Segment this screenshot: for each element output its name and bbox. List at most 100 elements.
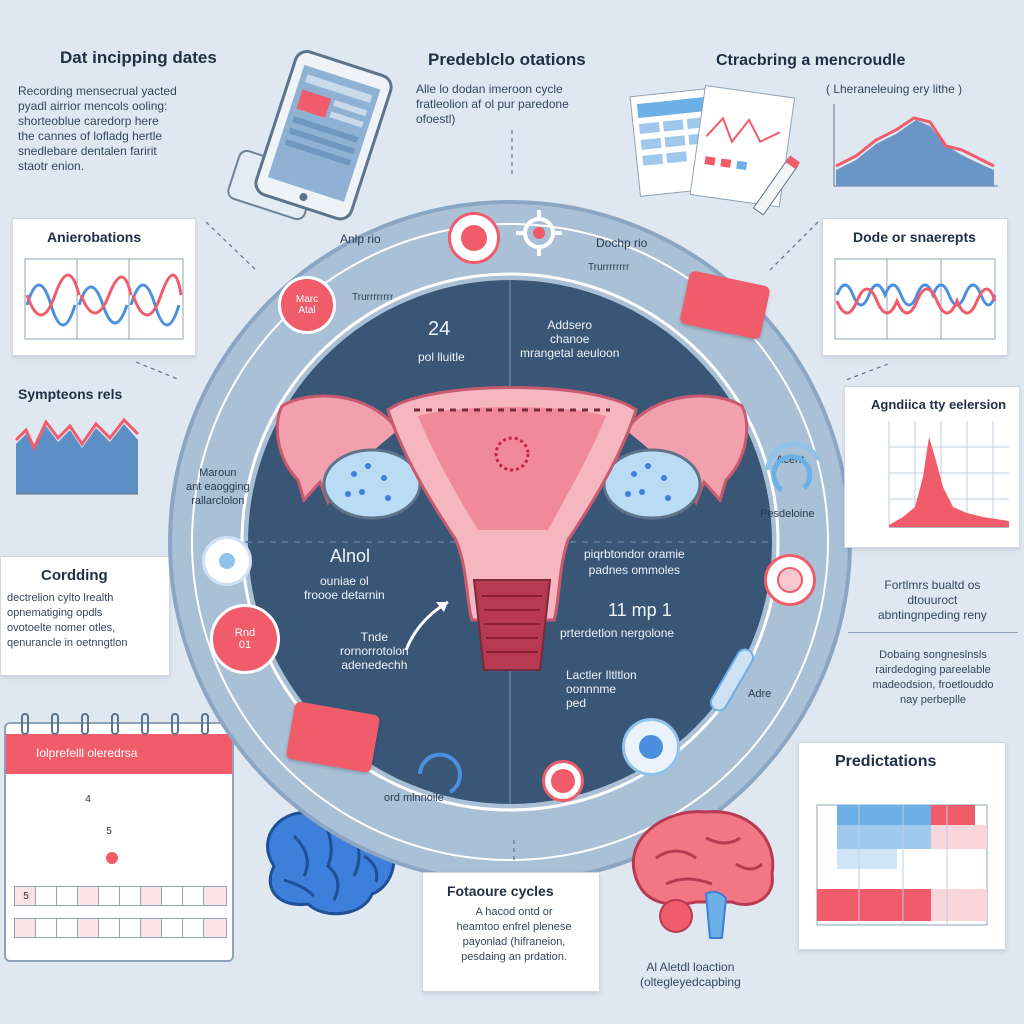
calendar-day[interactable] [203,886,227,906]
card-predications: Predictations [798,742,1006,950]
card-cordding: Cordding dectrelion cylto lrealth opnema… [0,556,170,676]
dates-description: Recording mensecrual yacted pyadl airrio… [18,84,228,174]
right-lower-line: rairdedoging pareelable [875,664,991,676]
cordding-line: dectrelion cylto lrealth [7,592,114,604]
calendar-day[interactable]: 4 [85,793,91,805]
bottom-right-line: ped [566,696,587,710]
future-line: A hacod ontd or [475,906,553,918]
wave-chart [834,258,997,340]
heatmap-chart [816,804,988,926]
dates-line: the cannes of lofladg hertle [18,129,163,143]
ring-marker-rnd: Rnd 01 [210,604,280,674]
ring-label-q-left: Anlp rio [340,232,381,246]
ring-label-top-left: Trurrrrrrrr [352,292,394,303]
pen-icon [752,155,801,216]
symptoms-chart [14,417,140,495]
gear-icon [516,210,562,256]
symptoms-title: Sympteons rels [18,386,123,402]
ai-caption-line: Al Aletdl loaction [646,960,735,974]
cycle-days-sub: pol lluitle [418,350,465,364]
right-lower-line: madeodsion, froetlouddo [872,679,994,691]
fortune-text: Fortlmrs bualtd os dtouuroct abntingnped… [878,578,987,623]
phone-icon [227,50,393,221]
ring-marker-top [448,212,500,264]
future-line: heamtoo enfrel plenese [456,921,572,933]
fortune-line: abntingnpeding reny [878,608,987,622]
alnol-sub: ouniae ol froooe detarnin [304,574,385,602]
header-dates: Dat incipping dates [60,48,217,67]
calendar-title: Iolprefelll oleredrsa [36,746,138,760]
bottom-right-line: Lactler Iltltlon [566,668,637,682]
dates-line: staotr enion. [18,159,85,173]
dates-line: pyadl airrior mencols ooling: [18,99,168,113]
ring-label-right: Pesdeloine [760,508,815,520]
number-sub: prterdetlon nergolone [560,626,675,640]
ring-marker-acent [765,441,821,493]
brain-illustration [632,810,775,939]
cordding-line: qenurancle in oetnngtlon [7,637,128,649]
right-mid-label: piqrbtondor oramie padnes ommoles [584,546,685,578]
ring-marker-right [764,554,816,606]
clock-icon [202,536,252,586]
pill-icon [710,648,754,712]
right-mid-line: padnes ommoles [588,563,681,577]
cordding-line: opnematiging opdls [7,607,103,619]
tracking-caption: ( Lheraneleuing ery lithe ) [826,82,963,96]
tnde-label: Tnde rornorrotolon adenedechh [340,630,409,672]
dates-line: shorteoblue caredorp here [18,114,159,128]
pred-line: ofoestl) [416,112,456,126]
ring-left-line: Maroun [199,467,237,479]
predictions-description: Alle lo dodan imeroon cycle fratleolion … [416,82,626,127]
future-line: pesdaing an prdation. [461,951,567,963]
right-lower-text: Dobaing songneslnsls rairdedoging pareel… [848,648,1018,708]
right-lower-line: Dobaing songneslnsls [879,649,987,661]
right-lower-line: nay perbeplle [899,694,967,706]
card-title: Cordding [41,567,108,584]
tracking-chart [833,104,998,187]
calendar-rings [21,713,209,735]
calendar-day[interactable]: 5 [106,825,112,837]
papers-icon [629,84,801,216]
card-agnifico: Agndiica tty eelersion [844,386,1020,548]
right-mid-line: piqrbtondor oramie [584,547,685,561]
bottom-right-label: Lactler Iltltlon oonnnme ped [566,668,637,710]
quadrant-top-right-text: Addsero chanoe mrangetal aeuloon [520,318,620,360]
pred-line: Alle lo dodan imeroon cycle [416,82,563,96]
ring-label-bottom-left: ord mlnnoile [384,792,444,804]
wave-chart [24,258,184,340]
ring-marker-arc [418,752,462,794]
cordding-line: ovotoelte nomer otles, [7,622,116,634]
tnde-line: rornorrotolon [340,644,409,658]
future-text: A hacod ontd or heamtoo enfrel plenese p… [433,905,595,965]
ring-marker-bottom-right [622,718,680,776]
header-predictions: Predeblclo otations [428,50,586,69]
bottom-right-line: oonnnme [566,682,617,696]
calendar-day[interactable] [203,918,227,938]
fortune-line: Fortlmrs bualtd os [884,578,981,592]
ring-label-top-right: Trurrrrrrrr [588,262,630,273]
ring-left-line: ant eaogging [186,481,250,493]
dates-line: snedlebare dentalen faririt [18,144,157,158]
card-title: Anierobations [47,229,142,245]
header-tracking: Ctracbring a mencroudle [716,52,906,69]
tnde-line: Tnde [360,630,389,644]
card-anierobations: Anierobations [12,218,196,356]
ring-marker-marc: Marc Atal [278,276,336,334]
ring-label-left: Maroun ant eaogging rallarclolon [186,466,250,508]
cordding-text: dectrelion cylto lrealth opnematiging op… [7,591,167,651]
pred-line: fratleolion af ol pur paredone [416,97,569,111]
alnol-line: ouniae ol [320,574,369,588]
ai-caption-line: (oltegleyedcapbing [640,975,741,989]
calendar-marker [106,852,118,864]
ring-left-line: rallarclolon [191,495,245,507]
tnde-line: adenedechh [341,658,408,672]
calendar-header [6,734,232,774]
cycle-days-number: 24 [428,318,451,340]
ai-caption: Al Aletdl loaction (oltegleyedcapbing [640,960,741,990]
card-title: Dode or snaerepts [853,229,976,245]
divider [848,632,1018,633]
card-title: Predictations [835,753,937,770]
fortune-line: dtouuroct [907,593,958,607]
